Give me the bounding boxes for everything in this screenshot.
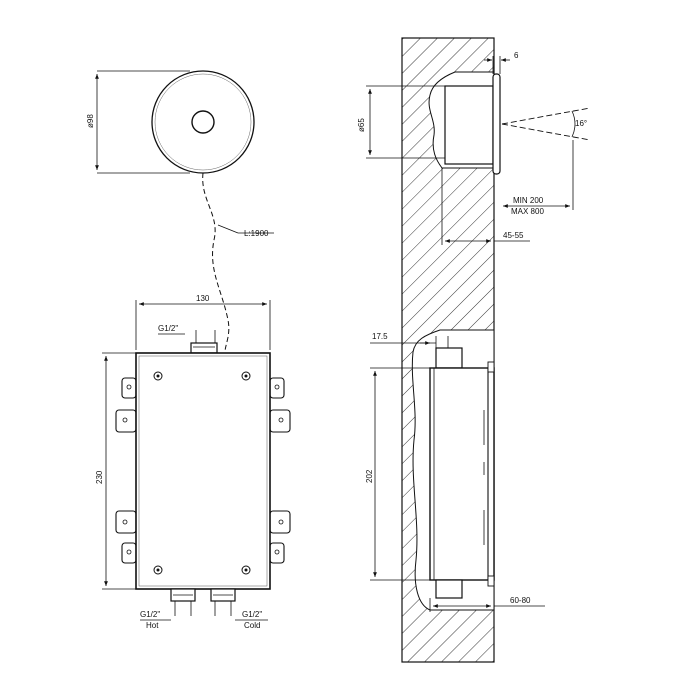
sensor-cable — [202, 172, 230, 353]
range-min-label: MIN 200 — [513, 196, 544, 205]
detection-cone-lower — [501, 123, 591, 141]
top-connection-label: G1/2" — [158, 324, 178, 333]
box-width-label: 130 — [196, 294, 210, 303]
hot-connection-label: G1/2" — [140, 610, 160, 619]
box-section-bottom-fitting — [435, 579, 463, 599]
detection-cone-upper — [501, 107, 591, 125]
box-front-view: 130 G1/2" — [95, 294, 291, 630]
bracket-right-top — [269, 377, 291, 433]
cold-label: Cold — [244, 621, 260, 630]
sensor-diameter-label: ø98 — [86, 114, 95, 128]
wall-section-view: 6 ø65 16° MIN 200 MAX 800 45-55 — [357, 37, 591, 663]
bracket-right-bottom — [269, 510, 291, 564]
sensor-section-diameter-label: ø65 — [357, 118, 366, 132]
flange-thickness-label: 6 — [514, 51, 519, 60]
depth-label: 45-55 — [503, 231, 524, 240]
sensor-view: ø98 L:1900 — [86, 70, 274, 353]
hot-label: Hot — [146, 621, 159, 630]
sensor-outer-disc — [151, 70, 255, 174]
sensor-lens — [191, 110, 215, 134]
bracket-left-bottom — [115, 510, 137, 564]
range-max-label: MAX 800 — [511, 207, 544, 216]
offset-label: 17.5 — [372, 332, 388, 341]
cable-length-label: L:1900 — [244, 229, 269, 238]
sensor-flange — [492, 73, 501, 175]
bracket-left-top — [115, 377, 137, 433]
box-screws — [153, 371, 251, 575]
box-section-top-fitting — [435, 347, 463, 369]
cold-connection-label: G1/2" — [242, 610, 262, 619]
box-section-height-label: 202 — [365, 469, 374, 483]
top-pipe-fitting — [190, 342, 218, 354]
box-body — [135, 352, 271, 590]
box-height-label: 230 — [95, 470, 104, 484]
sensor-body-section — [444, 85, 494, 165]
box-depth-label: 60-80 — [510, 596, 531, 605]
box-section-body — [429, 367, 495, 581]
cone-angle-label: 16° — [575, 119, 587, 128]
